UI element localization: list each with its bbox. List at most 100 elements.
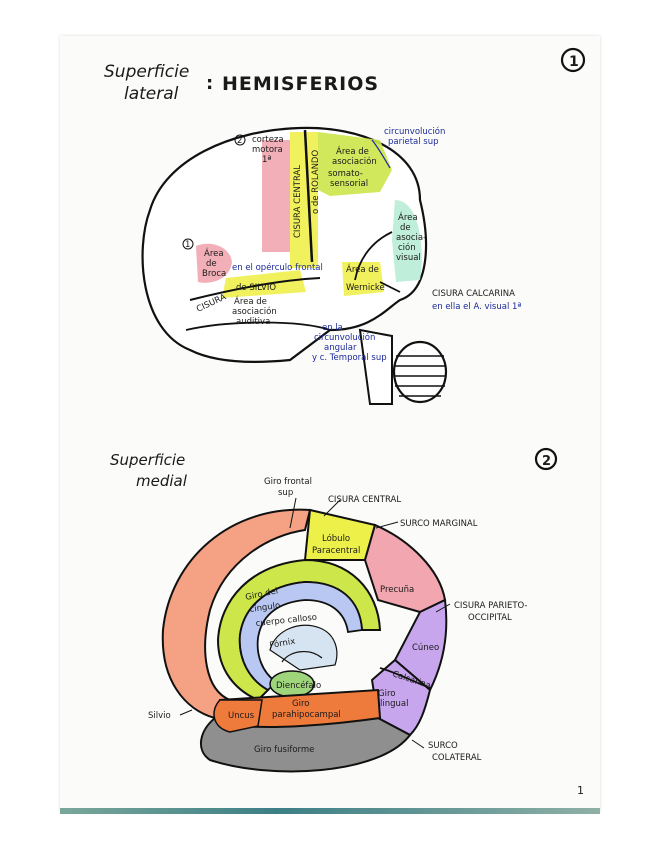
label-giro-lingual-2: lingual (380, 699, 408, 709)
label-angular-1: en la (322, 323, 343, 333)
label-cisura-silvio-2: de SILVIO (236, 283, 276, 293)
label-angular-3: angular (324, 343, 357, 353)
section-lateral: Superficie lateral : HEMISFERIOS 1 (104, 47, 586, 405)
label-uncus: Uncus (228, 711, 255, 721)
pointer-surco-colateral (411, 739, 425, 749)
label-visual-5: visual (396, 253, 421, 263)
label-marker-2 (234, 134, 246, 146)
label-giro-cingulo-2: cíngulo (249, 601, 281, 615)
label-circunvolucion-1: circunvolución (384, 126, 445, 137)
label-giro-parahip-2: parahipocampal (272, 710, 341, 720)
label-auditiva-1: Área de (234, 295, 267, 307)
label-visual-3: asocia- (396, 233, 426, 243)
somatosensory-region (318, 132, 392, 196)
label-cisura-po-2: OCCIPITAL (468, 613, 512, 623)
label-silvio: Silvio (148, 711, 171, 721)
fusiform-gyrus-region (200, 717, 412, 773)
title-colon: : (206, 73, 213, 94)
page-number: 1 (577, 784, 584, 797)
title-superficie: Superficie (104, 62, 189, 82)
label-angular-2: circunvolución (314, 332, 375, 343)
label-giro-lingual-1: Giro (378, 689, 395, 699)
section-number-circle (560, 47, 586, 73)
label-cisura-central: CISURA CENTRAL (293, 165, 303, 238)
label-calcarina-2: en ella el A. visual 1ª (432, 302, 521, 312)
label-precuna: Precuña (380, 585, 414, 595)
label-giro-frontal-2: sup (278, 488, 293, 498)
title2-medial: medial (136, 472, 188, 490)
label-angular-4: y c. Temporal sup (312, 353, 387, 363)
label-auditiva-2: asociación (232, 306, 277, 317)
label-somato-4: sensorial (330, 179, 368, 189)
label-somato-2: asociación (332, 156, 377, 167)
wernicke-region (342, 262, 384, 296)
label-cisura-po-1: CISURA PARIETO- (454, 601, 528, 611)
label-somato-1: Área de (336, 145, 369, 157)
label-circunvolucion-2: parietal sup (388, 137, 439, 147)
label-giro-frontal-1: Giro frontal (264, 477, 312, 487)
label-cisura-central-2: CISURA CENTRAL (328, 495, 401, 505)
section2-number-circle (534, 447, 558, 471)
label-broca-1: Área (204, 247, 224, 259)
pointer-giro-frontal (289, 497, 297, 529)
broca-region (196, 243, 232, 283)
temporal-lower-line (185, 321, 331, 331)
precuneus-region (363, 523, 447, 614)
label-visual-1: Área (398, 211, 418, 223)
title-lateral: lateral (124, 84, 179, 104)
broca-number: 1 (185, 240, 190, 250)
section-number: 1 (569, 54, 579, 70)
label-wernicke-2: Wernicke (346, 283, 385, 293)
label-marker-1 (182, 238, 194, 250)
section-medial: Superficie medial 2 Giro frontal sup C (110, 447, 558, 773)
central-sulcus-region (290, 132, 318, 268)
ventricle-line (281, 651, 323, 663)
sylvian-fissure-line (189, 277, 321, 301)
label-auditiva-3: auditiva (236, 317, 270, 327)
label-surco-marginal: SURCO MARGINAL (400, 519, 478, 529)
label-corteza-3: 1ª (262, 155, 271, 165)
motor-cortex-region (262, 140, 290, 252)
label-giro-fusiforme: Giro fusiforme (254, 745, 314, 755)
corpus-callosum-region (238, 581, 363, 692)
label-diencefalo: Diencéfalo (276, 680, 321, 691)
label-cuneo: Cúneo (412, 643, 439, 653)
label-fornix: Fórnix (269, 636, 296, 651)
label-opercular: en el opérculo frontal (232, 262, 323, 273)
fornix-region (269, 624, 338, 671)
cerebellum (392, 340, 448, 404)
uncus-region (213, 699, 263, 733)
central-sulcus-line (303, 129, 314, 263)
label-surco-colateral-1: SURCO (428, 741, 458, 751)
brainstem (358, 328, 393, 405)
label-giro-parahip-1: Giro (292, 699, 309, 709)
label-somato-3: somato- (328, 169, 363, 179)
label-calcarina-1: CISURA CALCARINA (432, 289, 515, 299)
label-visual-4: ción (398, 242, 416, 253)
label-corteza-1: corteza (252, 135, 284, 145)
label-visual-2: de (400, 223, 411, 233)
section2-number: 2 (542, 454, 551, 469)
label-surco-colateral-2: COLATERAL (432, 753, 482, 763)
parieto-occipital-line (354, 231, 393, 281)
cerebellum-folia (394, 355, 446, 397)
label-lobulo-2: Paracentral (312, 546, 360, 556)
pointer-surco-marginal (375, 521, 399, 529)
pointer-silvio (179, 709, 193, 716)
label-corteza-2: motora (252, 145, 283, 155)
title-hemisferios: HEMISFERIOS (222, 73, 379, 95)
pointer-line (371, 139, 391, 169)
pointer-parieto-occipital (435, 603, 451, 613)
label-broca-2: de (206, 259, 217, 269)
pointer-cisura-central (323, 499, 341, 517)
label-broca-3: Broca (202, 269, 226, 279)
corteza-number: 2 (237, 136, 242, 146)
calcarine-line (379, 281, 401, 293)
label-rolando: o de ROLANDO (311, 150, 321, 214)
scan-edge (60, 808, 600, 814)
visual-association-region (392, 200, 422, 282)
title2-superficie: Superficie (110, 451, 185, 469)
label-wernicke-1: Área de (346, 263, 379, 275)
label-lobulo-1: Lóbulo (322, 533, 350, 544)
